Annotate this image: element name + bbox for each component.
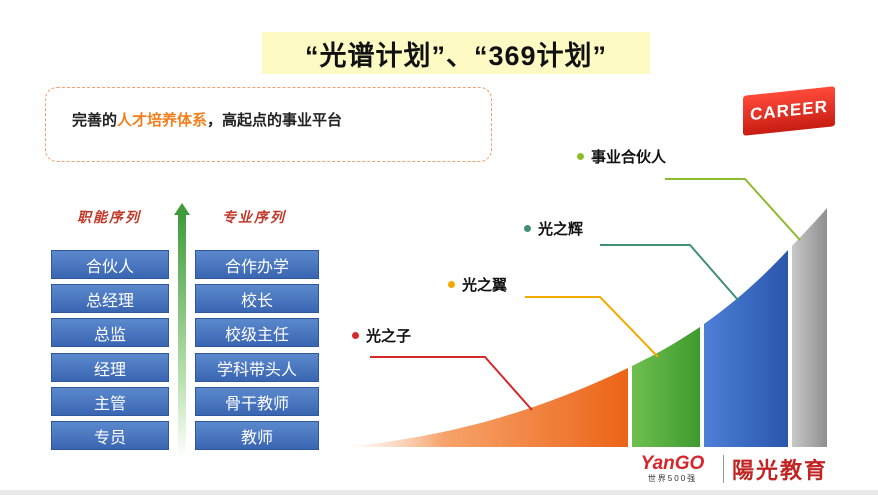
footer-brand-cn: 陽光教育 (732, 457, 829, 484)
right-item-school-director: 校级主任 (195, 318, 319, 347)
stage-dot-icon (352, 332, 359, 339)
left-item-general-manager: 总经理 (51, 284, 169, 313)
intro-text: 完善的人才培养体系，高起点的事业平台 (72, 109, 342, 130)
intro-prefix: 完善的 (72, 112, 118, 129)
stage-dot-icon (577, 153, 584, 160)
footer-logo: YanGO 世界500强 陽光教育 (630, 451, 845, 486)
stage-dot-icon (524, 225, 531, 232)
growth-arrow-shaft (178, 213, 186, 458)
stage-segment-blue (704, 250, 788, 447)
leader-line-yellow (525, 296, 659, 358)
stage-label-text: 光之翼 (462, 277, 508, 294)
stage-segment-gray (792, 208, 827, 447)
left-item-specialist: 专员 (51, 421, 169, 450)
career-logo: CAREER (743, 83, 835, 136)
career-logo-text: CAREER (743, 86, 835, 136)
yango-sub: 世界500强 (647, 473, 698, 483)
stage-label-1: 光之子 (352, 325, 411, 346)
yango-mark: YanGO (640, 452, 705, 474)
stage-segment-orange (345, 368, 628, 447)
stage-label-3: 光之辉 (524, 218, 583, 239)
left-item-supervisor: 主管 (51, 387, 169, 416)
footer-divider (723, 454, 724, 483)
stage-label-2: 光之翼 (448, 274, 507, 295)
intro-highlight: 人才培养体系 (117, 112, 208, 129)
leader-line-red (370, 356, 533, 411)
left-column-header: 职能序列 (77, 209, 141, 225)
growth-arrow-head-icon (174, 203, 190, 215)
stage-label-text: 光之子 (366, 328, 412, 345)
right-item-teacher: 教师 (195, 421, 319, 450)
left-item-manager: 经理 (51, 353, 169, 382)
bottom-divider (0, 490, 878, 495)
right-item-subject-leader: 学科带头人 (195, 353, 319, 382)
left-item-director: 总监 (51, 318, 169, 347)
left-item-partner: 合伙人 (51, 250, 169, 279)
right-item-key-teacher: 骨干教师 (195, 387, 319, 416)
stage-label-text: 光之辉 (538, 221, 584, 238)
right-column-header: 专业序列 (222, 209, 286, 225)
intro-box: 完善的人才培养体系，高起点的事业平台 (45, 87, 492, 162)
right-item-cooperative-school: 合作办学 (195, 250, 319, 279)
right-item-principal: 校长 (195, 284, 319, 313)
leader-line-teal (600, 244, 739, 301)
leader-line-green (665, 178, 801, 241)
stage-segment-green (632, 327, 700, 447)
stage-dot-icon (448, 281, 455, 288)
yango-brand: YanGO 世界500强 (630, 452, 715, 484)
stage-label-text: 事业合伙人 (591, 149, 667, 166)
intro-suffix: ，高起点的事业平台 (207, 112, 343, 129)
stage-label-4: 事业合伙人 (577, 146, 666, 167)
page-title: “光谱计划”、“369计划” (262, 32, 650, 74)
